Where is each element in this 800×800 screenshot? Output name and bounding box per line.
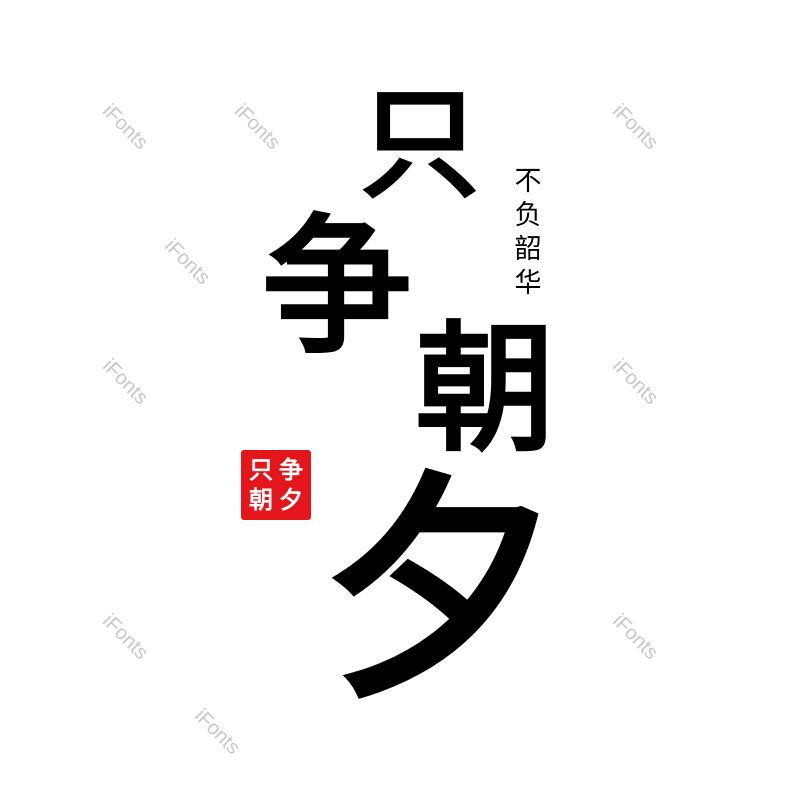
- subtitle-char: 不: [514, 166, 542, 197]
- title-char-zhao: 朝: [415, 308, 556, 472]
- watermark: iFonts: [98, 354, 153, 410]
- red-seal-stamp: 只 争 朝 夕: [241, 450, 311, 520]
- title-char-zheng: 争: [262, 199, 413, 375]
- watermark: iFonts: [608, 354, 663, 410]
- watermark: iFonts: [608, 609, 663, 665]
- subtitle-vertical: 不 负 韶 华: [513, 165, 543, 301]
- seal-char: 争: [279, 455, 303, 484]
- title-char-zhi: 只: [360, 74, 480, 215]
- watermark: iFonts: [98, 609, 153, 665]
- seal-char: 朝: [249, 485, 273, 514]
- subtitle-char: 华: [514, 268, 542, 299]
- seal-char: 夕: [279, 485, 303, 514]
- title-char-xi: 夕: [320, 449, 561, 731]
- watermark: iFonts: [190, 704, 245, 760]
- watermark: iFonts: [160, 234, 215, 290]
- watermark: iFonts: [608, 99, 663, 155]
- seal-char: 只: [249, 455, 273, 484]
- subtitle-char: 负: [514, 200, 542, 231]
- watermark: iFonts: [230, 99, 285, 155]
- watermark: iFonts: [98, 99, 153, 155]
- subtitle-char: 韶: [514, 234, 542, 265]
